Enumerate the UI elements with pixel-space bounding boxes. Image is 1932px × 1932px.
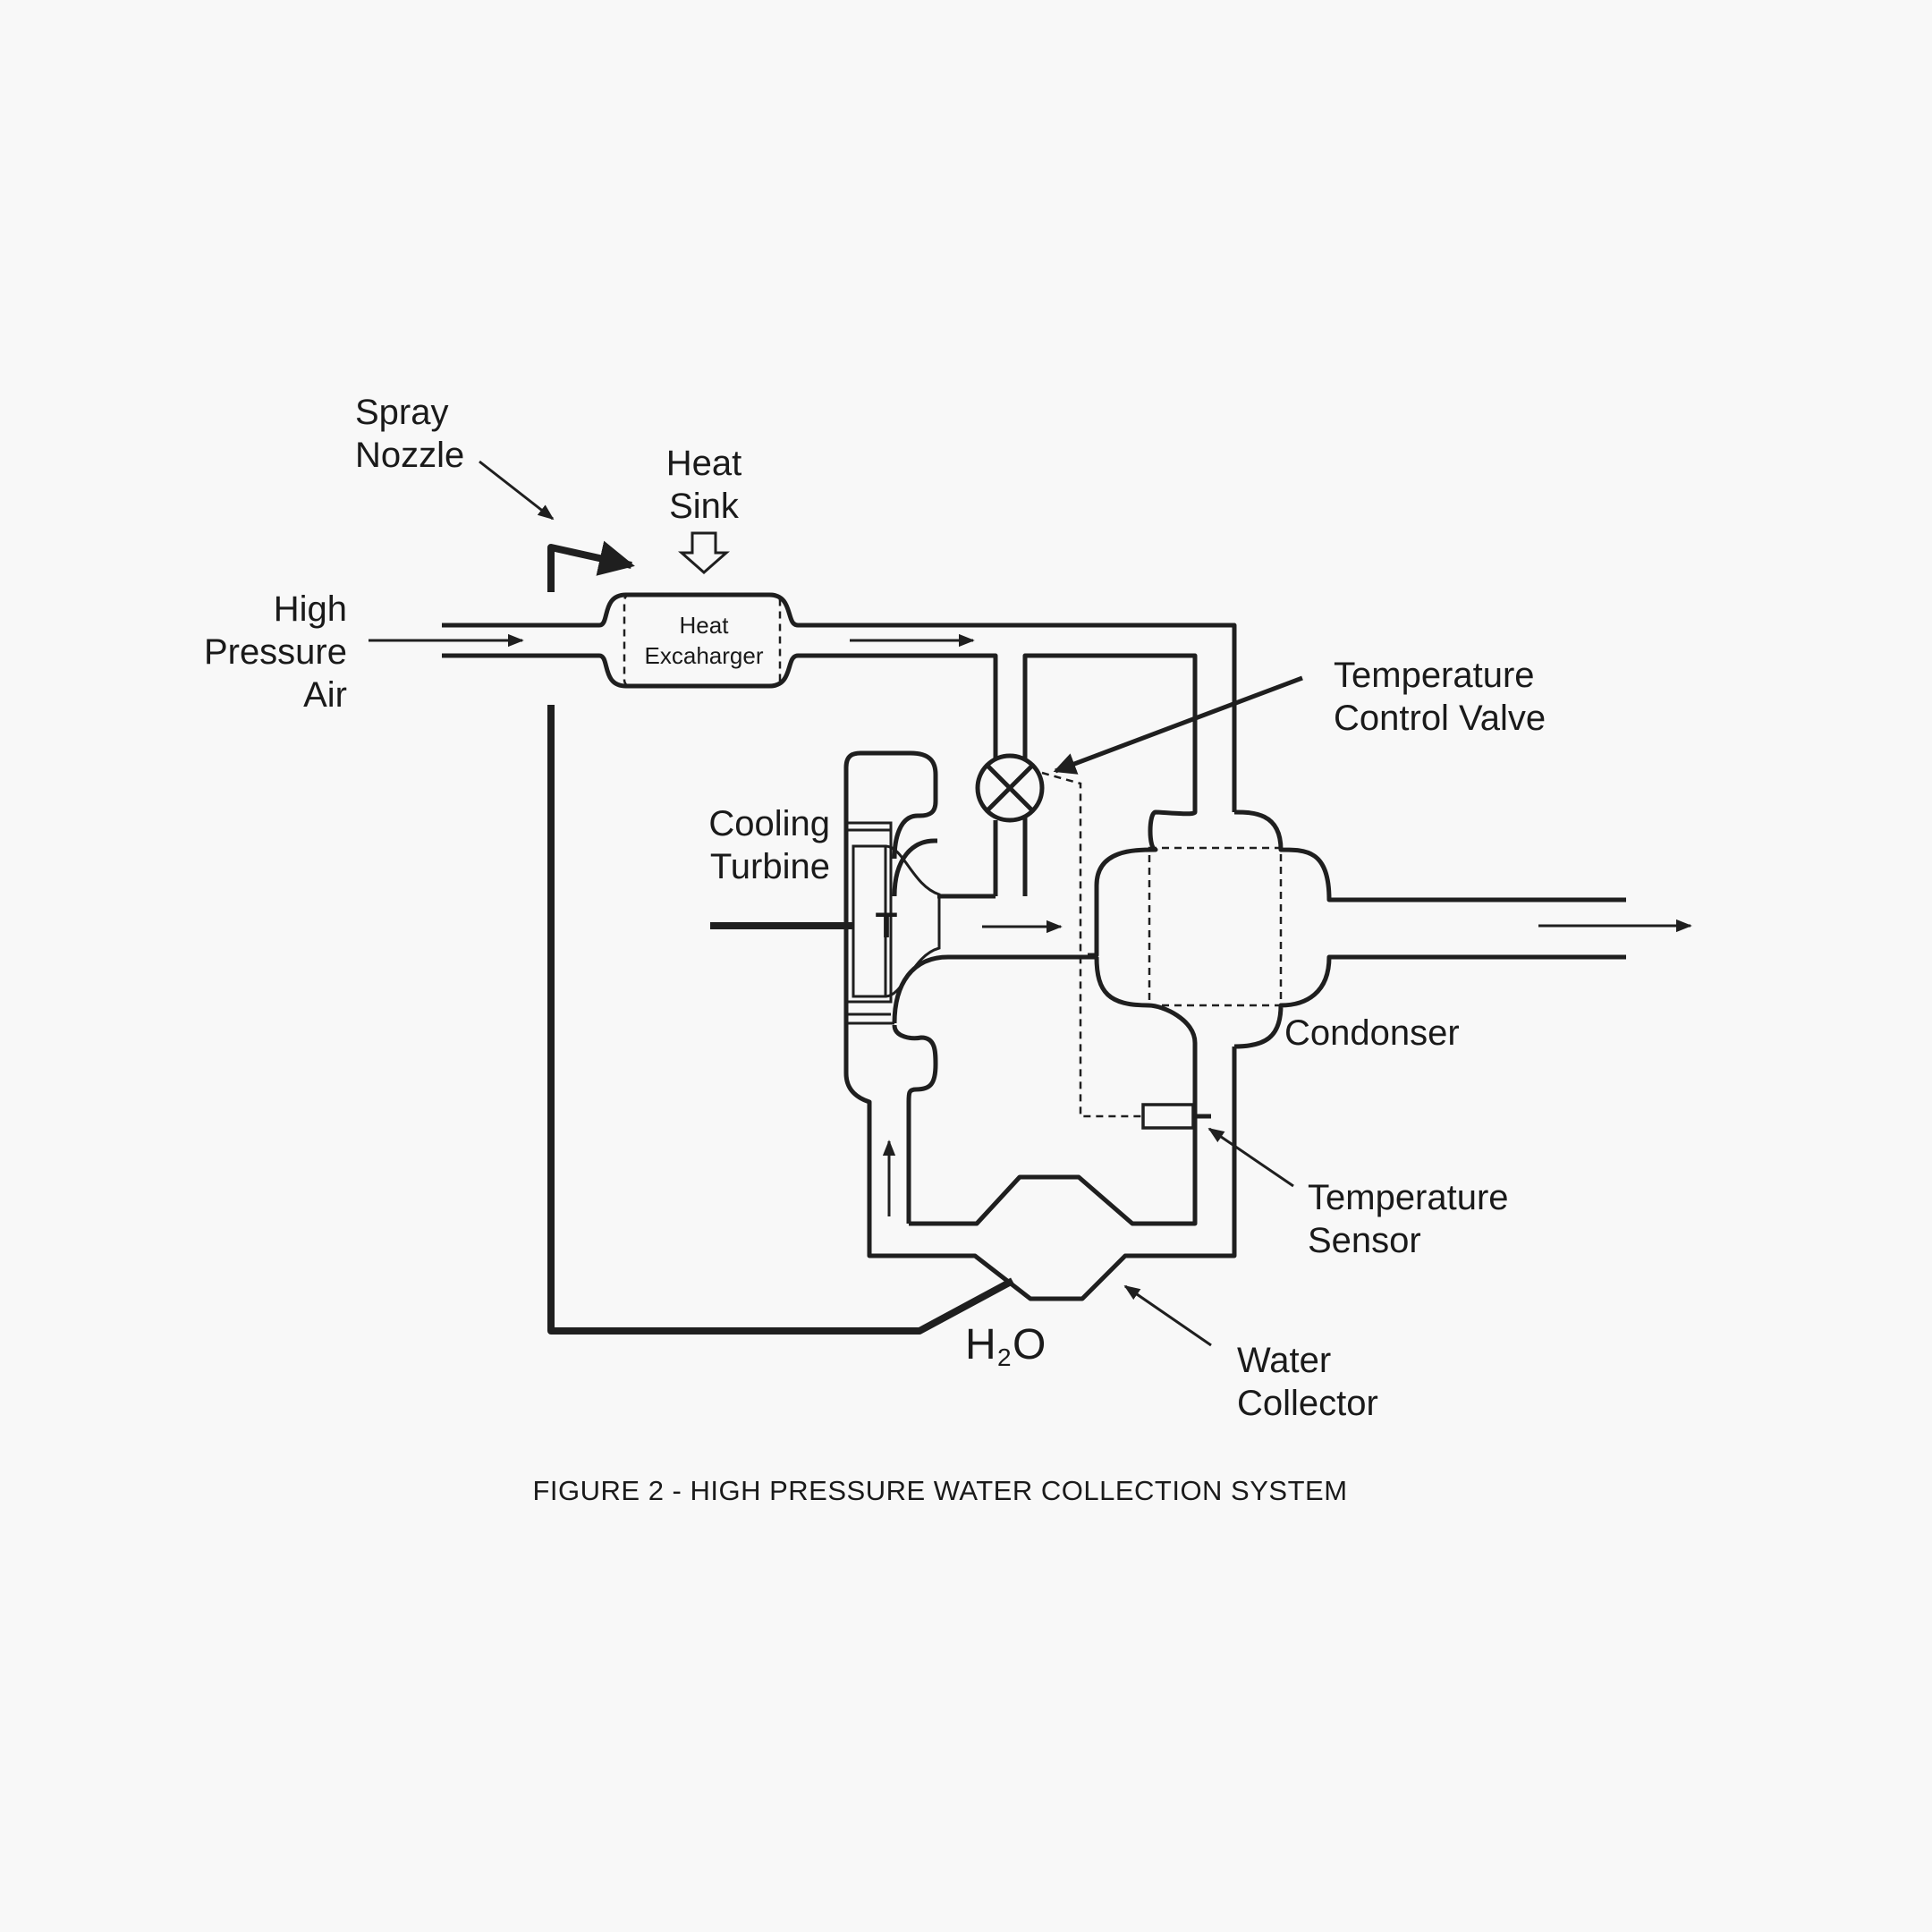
high-pressure-air-label-3: Air (303, 675, 347, 715)
cooling-turbine-label-1: Cooling (708, 804, 830, 843)
condenser-label: Condonser (1284, 1013, 1460, 1053)
water-formula: H 2 O (965, 1321, 1046, 1371)
cooling-turbine (843, 750, 1097, 1224)
condenser (1088, 809, 1626, 1049)
valve-label-1: Temperature (1334, 656, 1535, 695)
spray-nozzle-label-2: Nozzle (355, 436, 464, 475)
collector-leader (1123, 1284, 1212, 1347)
sensor-leader (1208, 1127, 1294, 1188)
spray-nozzle-label-1: Spray (355, 393, 449, 432)
sensor-signal-line (1041, 771, 1143, 1118)
heat-exchanger-label-2: Excaharger (645, 642, 764, 669)
water-formula-h: H (965, 1321, 996, 1368)
cooling-turbine-label-2: Turbine (710, 847, 830, 886)
water-collector-label-1: Water (1237, 1341, 1331, 1380)
high-pressure-air-label-1: High (274, 589, 347, 629)
spray-nozzle-leader (479, 460, 555, 521)
heat-sink-arrow (678, 531, 730, 574)
water-formula-o: O (1013, 1321, 1046, 1368)
heat-sink-label-1: Heat (666, 444, 742, 483)
valve-leader (1053, 675, 1303, 775)
inlet-pipe (442, 623, 599, 658)
figure-caption: FIGURE 2 - HIGH PRESSURE WATER COLLECTIO… (532, 1475, 1347, 1506)
heat-sink-label-2: Sink (669, 487, 740, 526)
high-pressure-air-label-2: Pressure (204, 632, 347, 672)
heat-exchanger (598, 592, 799, 689)
water-collector-label-2: Collector (1237, 1384, 1378, 1423)
valve-label-2: Control Valve (1334, 699, 1546, 738)
water-return-line (547, 540, 1014, 1335)
temperature-sensor-label-2: Sensor (1308, 1221, 1421, 1260)
turbine-symbol: T (876, 906, 897, 945)
water-formula-sub: 2 (997, 1343, 1012, 1371)
collector-pipes (867, 1043, 1237, 1301)
temperature-sensor-label-1: Temperature (1308, 1178, 1509, 1217)
temperature-sensor (1141, 1103, 1211, 1130)
heat-exchanger-label-1: Heat (680, 612, 730, 639)
temperature-control-valve (975, 753, 1045, 823)
